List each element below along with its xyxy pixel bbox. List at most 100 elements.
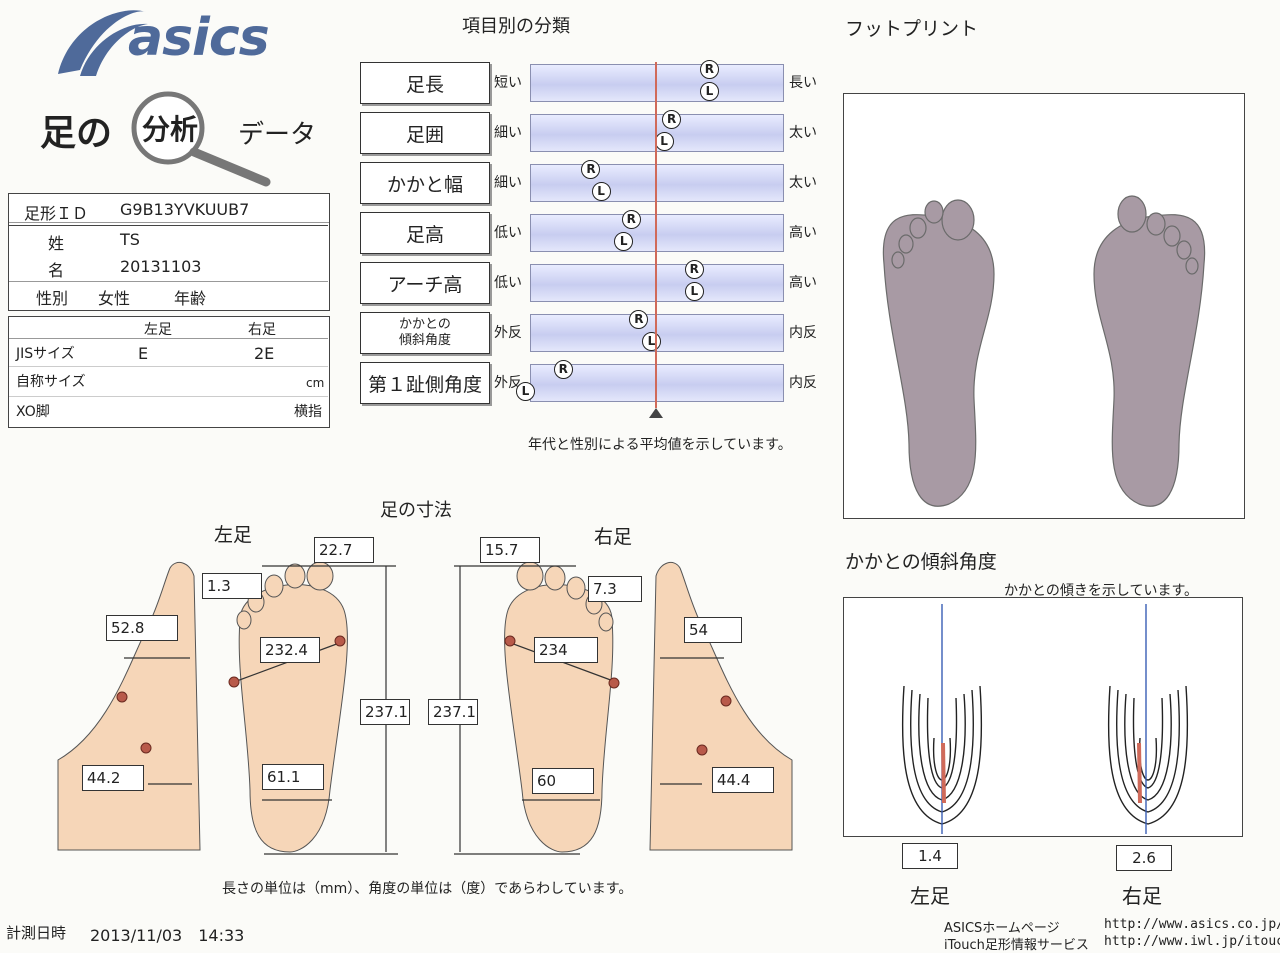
low-label-2: 細い — [494, 175, 522, 191]
gender-label: 性別 — [36, 289, 69, 308]
category-label-0: 足長 — [360, 62, 490, 104]
high-label-3: 高い — [789, 225, 817, 241]
left-heel-width: 61.1 — [262, 764, 324, 790]
footprint-title: フットプリント — [845, 18, 979, 40]
left-foot-marker-1: L — [654, 132, 674, 151]
gender-value: 女性 — [98, 289, 131, 308]
asics-logo: asics — [50, 4, 300, 84]
size-table — [8, 316, 330, 428]
category-label-3: 足高 — [360, 212, 490, 254]
jis-left: E — [138, 344, 149, 363]
asics-stripes-icon — [58, 10, 148, 76]
heel-contour-image — [901, 604, 1189, 834]
low-label-6: 外反 — [494, 375, 522, 391]
high-label-0: 長い — [789, 75, 817, 91]
site2-label: iTouch足形情報サービス — [944, 938, 1089, 953]
jis-label: JISサイズ — [16, 346, 75, 362]
heel-right-value: 2.6 — [1116, 845, 1172, 871]
right-foot-marker-5: R — [629, 310, 649, 329]
heel-title: かかとの傾斜角度 — [845, 551, 997, 573]
dim-right-label: 右足 — [594, 526, 633, 548]
right-instep: 54 — [684, 617, 742, 643]
title-part-2: データ — [238, 120, 317, 150]
right-foot-marker-0: R — [699, 60, 719, 79]
id-value: G9B13YVKUUB7 — [120, 200, 250, 219]
xo-label: XO脚 — [16, 404, 50, 420]
center-triangle-icon — [649, 408, 663, 418]
right-sole — [504, 584, 614, 853]
profile-table — [8, 193, 330, 311]
left-toe-width: 22.7 — [314, 537, 374, 563]
self-size-unit: cm — [306, 376, 325, 390]
size-right-header: 右足 — [248, 322, 276, 338]
high-label-2: 太い — [789, 175, 817, 191]
category-label-6: 第１趾側角度 — [360, 362, 490, 404]
right-side-foot — [649, 561, 793, 851]
low-label-4: 低い — [494, 275, 522, 291]
name-value: 20131103 — [120, 257, 202, 276]
category-label-5: かかとの 傾斜角度 — [360, 312, 490, 354]
left-foot-marker-6: L — [515, 382, 535, 401]
high-label-5: 内反 — [789, 325, 817, 341]
classification-note: 年代と性別による平均値を示しています。 — [528, 437, 792, 453]
left-side-foot — [57, 561, 201, 851]
right-foot-marker-3: R — [621, 210, 641, 229]
heel-note: かかとの傾きを示しています。 — [1004, 583, 1199, 599]
title-circle-text: 分析 — [142, 113, 199, 146]
dim-left-label: 左足 — [214, 524, 253, 546]
left-length: 237.1 — [360, 699, 410, 725]
right-foot-marker-2: R — [581, 160, 601, 179]
self-size-label: 自称サイズ — [16, 374, 86, 390]
left-instep: 52.8 — [106, 615, 178, 641]
high-label-1: 太い — [789, 125, 817, 141]
footprint-panel — [843, 93, 1245, 519]
right-foot-marker-6: R — [553, 360, 573, 379]
magnifier-icon: 分析 — [124, 88, 274, 188]
high-label-6: 内反 — [789, 375, 817, 391]
right-toe-gap: 7.3 — [588, 576, 642, 602]
dimensions-title: 足の寸法 — [380, 500, 452, 521]
scale-bar-2 — [530, 164, 784, 202]
jis-right: 2E — [254, 344, 275, 363]
low-label-0: 短い — [494, 75, 522, 91]
high-label-4: 高い — [789, 275, 817, 291]
left-girth: 232.4 — [260, 637, 320, 663]
low-label-5: 外反 — [494, 325, 522, 341]
left-toe-gap: 1.3 — [202, 573, 262, 599]
center-line — [655, 62, 657, 408]
size-left-header: 左足 — [144, 322, 172, 338]
low-label-3: 低い — [494, 225, 522, 241]
foot-diagrams — [57, 561, 793, 855]
footprint-image — [882, 195, 1206, 507]
low-label-1: 細い — [494, 125, 522, 141]
right-foot-marker-1: R — [662, 110, 682, 129]
heel-panel — [843, 597, 1243, 837]
id-label: 足形ＩＤ — [24, 204, 89, 223]
xo-value: 横指 — [294, 404, 322, 420]
site2-link[interactable]: http://www.iwl.jp/itouch/ — [1104, 934, 1280, 949]
left-sole — [238, 584, 348, 853]
surname-label: 姓 — [48, 234, 65, 253]
left-foot-marker-0: L — [699, 82, 719, 101]
right-heel-height: 44.4 — [712, 767, 774, 793]
title-part-1: 足の — [40, 113, 113, 154]
site1-link[interactable]: http://www.asics.co.jp/ — [1104, 917, 1280, 932]
category-label-1: 足囲 — [360, 112, 490, 154]
left-heel-height: 44.2 — [82, 765, 144, 791]
site1-label: ASICSホームページ — [944, 921, 1060, 936]
name-label: 名 — [48, 261, 65, 280]
right-toe-width: 15.7 — [480, 537, 540, 563]
measure-label: 計測日時 — [6, 924, 67, 942]
right-girth: 234 — [534, 637, 598, 663]
scale-bar-3 — [530, 214, 784, 252]
surname-value: TS — [120, 230, 140, 249]
brand-wordmark: asics — [128, 8, 270, 68]
scale-bar-4 — [530, 264, 784, 302]
scale-bar-0 — [530, 64, 784, 102]
left-foot-marker-3: L — [614, 232, 634, 251]
left-foot-marker-4: L — [684, 282, 704, 301]
measure-value: 2013/11/03 14:33 — [90, 926, 245, 945]
right-length: 237.1 — [428, 699, 478, 725]
heel-left-value: 1.4 — [902, 843, 958, 869]
category-label-4: アーチ高 — [360, 262, 490, 304]
